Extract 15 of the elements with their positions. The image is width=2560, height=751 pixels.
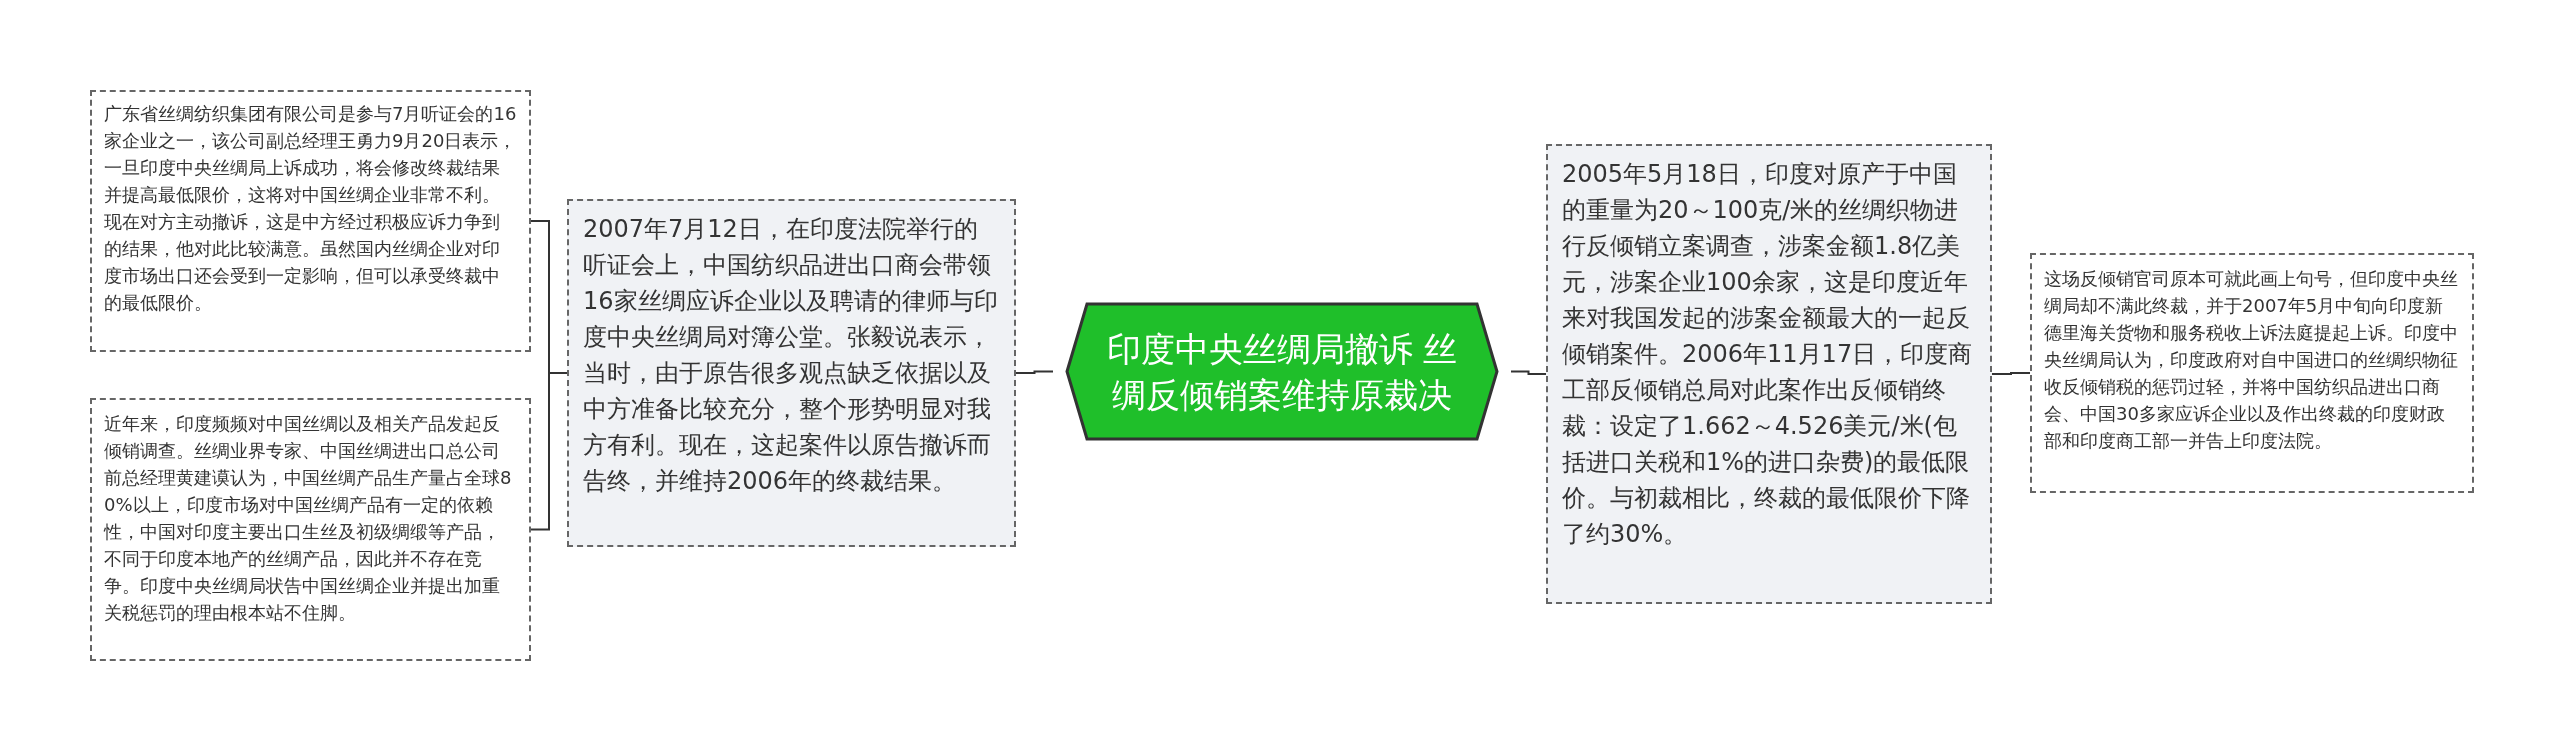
card-text: 广东省丝绸纺织集团有限公司是参与7月听证会的16家企业之一，该公司副总经理王勇力9月20日表示，一旦印度中央丝绸局上诉成功，将会修改终裁结果并提高最低限价，这将对中国丝绸企业非常不利。现在对方主动撤诉，这是中方经过积极应诉力争到的结果，他对此比较满意。虽然国内丝绸企业对印度市场出口还会受到一定影响，但可以承受终裁中的最低限价。 xyxy=(104,102,517,315)
card-text: 近年来，印度频频对中国丝绸以及相关产品发起反倾销调查。丝绸业界专家、中国丝绸进出口总公司前总经理黄建谟认为，中国丝绸产品生产量占全球80%以上，印度市场对中国丝绸产品有一定的依赖性，中国对印度主要出口生丝及初级绸缎等产品，不同于印度本地产的丝绸产品，因此并不存在竞争。印度中央丝绸局状告中国丝绸企业并提出加重关税惩罚的理由根本站不住脚。 xyxy=(104,412,513,625)
connector-line xyxy=(1015,370,1054,374)
connector-line xyxy=(1510,370,1547,375)
card-text: 这场反倾销官司原本可就此画上句号，但印度中央丝绸局却不满此终裁，并于2007年5月中旬向印度新德里海关货物和服务税收上诉法庭提起上诉。印度中央丝绸局认为，印度政府对自中国进口的丝绸织物征收反倾销税的惩罚过轻，并将中国纺织品进出口商会、中国30多家应诉企业以及作出终裁的印度财政部和印度商工部一并告上印度法院。 xyxy=(2044,267,2459,453)
subtopic-card xyxy=(90,398,531,661)
card-text: 2005年5月18日，印度对原产于中国的重量为20～100克/米的丝绸织物进行反倾销立案调查，涉案金额1.8亿美元，涉案企业100余家，这是印度近年来对我国发起的涉案金额最大的一起反倾销案件。2006年11月17日，印度商工部反倾销总局对此案作出反倾销终裁：设定了1.662～4.526美元/米(包括进口关税和1%的进口杂费)的最低限价。与初裁相比，终裁的最低限价下降了约30%。 xyxy=(1562,159,1974,550)
topic-text: 印度中央丝绸局撤诉 丝绸反倾销案维持原裁决 xyxy=(1105,327,1459,417)
topic-card xyxy=(567,199,1016,547)
card-text: 2007年7月12日，在印度法院举行的听证会上，中国纺织品进出口商会带领16家丝绸应诉企业以及聘请的律师与印度中央丝绸局对簿公堂。张毅说表示，当时，由于原告很多观点缺乏依据以及中方准备比较充分，整个形势明显对我方有利。现在，这起案件以原告撤诉而告终，并维持2006年的终裁结果。 xyxy=(583,214,999,497)
connector-line xyxy=(1991,372,2031,375)
subtopic-card xyxy=(2030,253,2474,493)
connector-line xyxy=(530,372,568,531)
topic-card xyxy=(1546,144,1992,604)
subtopic-card xyxy=(90,90,531,352)
